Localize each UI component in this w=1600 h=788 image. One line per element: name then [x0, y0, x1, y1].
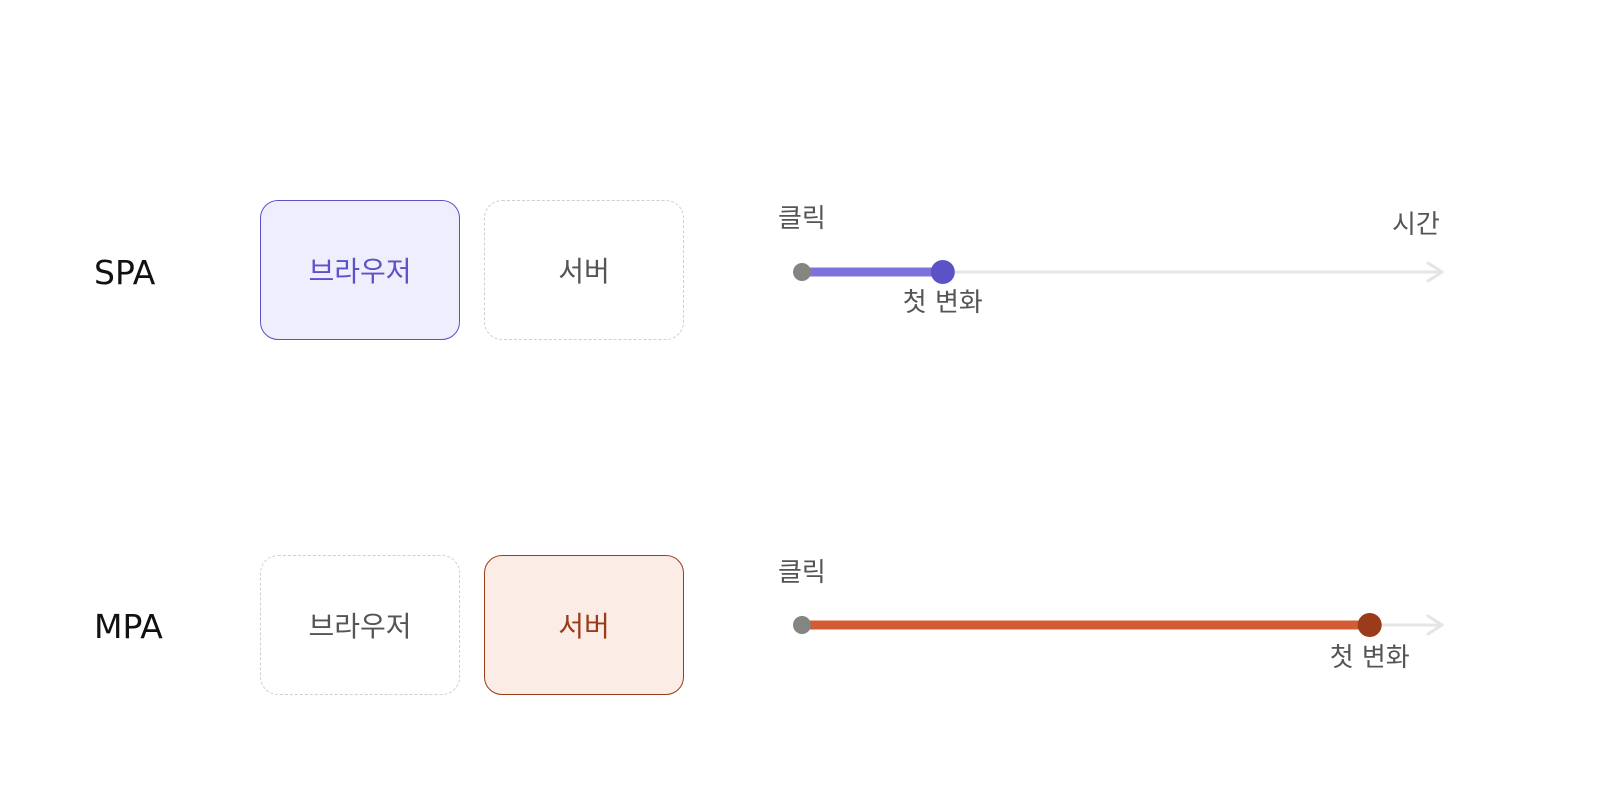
- spa-first-change-dot: [930, 260, 955, 284]
- spa-click-dot: [793, 263, 811, 281]
- spa-time-label: 시간: [1392, 210, 1440, 240]
- mpa-server-label: 서버: [558, 610, 610, 643]
- mpa-click-label: 클릭: [778, 558, 826, 588]
- mpa-axis-arrowhead: [1426, 614, 1444, 636]
- spa-server-box: 서버: [484, 200, 684, 340]
- mpa-first-change-label: 첫 변화: [1329, 643, 1410, 673]
- spa-first-change-label: 첫 변화: [902, 288, 983, 318]
- spa-browser-box: 브라우저: [260, 200, 460, 340]
- mpa-click-dot: [793, 616, 811, 634]
- spa-timeline: [793, 260, 1444, 284]
- spa-axis-arrowhead: [1426, 261, 1444, 283]
- mpa-timeline: [793, 613, 1444, 637]
- mpa-browser-label: 브라우저: [308, 610, 412, 643]
- spa-row-label: SPA: [94, 253, 156, 292]
- mpa-server-box: 서버: [484, 555, 684, 695]
- mpa-row-label: MPA: [94, 607, 163, 646]
- spa-click-label: 클릭: [778, 204, 826, 234]
- spa-server-label: 서버: [558, 255, 610, 288]
- mpa-browser-box: 브라우저: [260, 555, 460, 695]
- mpa-first-change-dot: [1357, 613, 1382, 637]
- spa-browser-label: 브라우저: [308, 255, 412, 288]
